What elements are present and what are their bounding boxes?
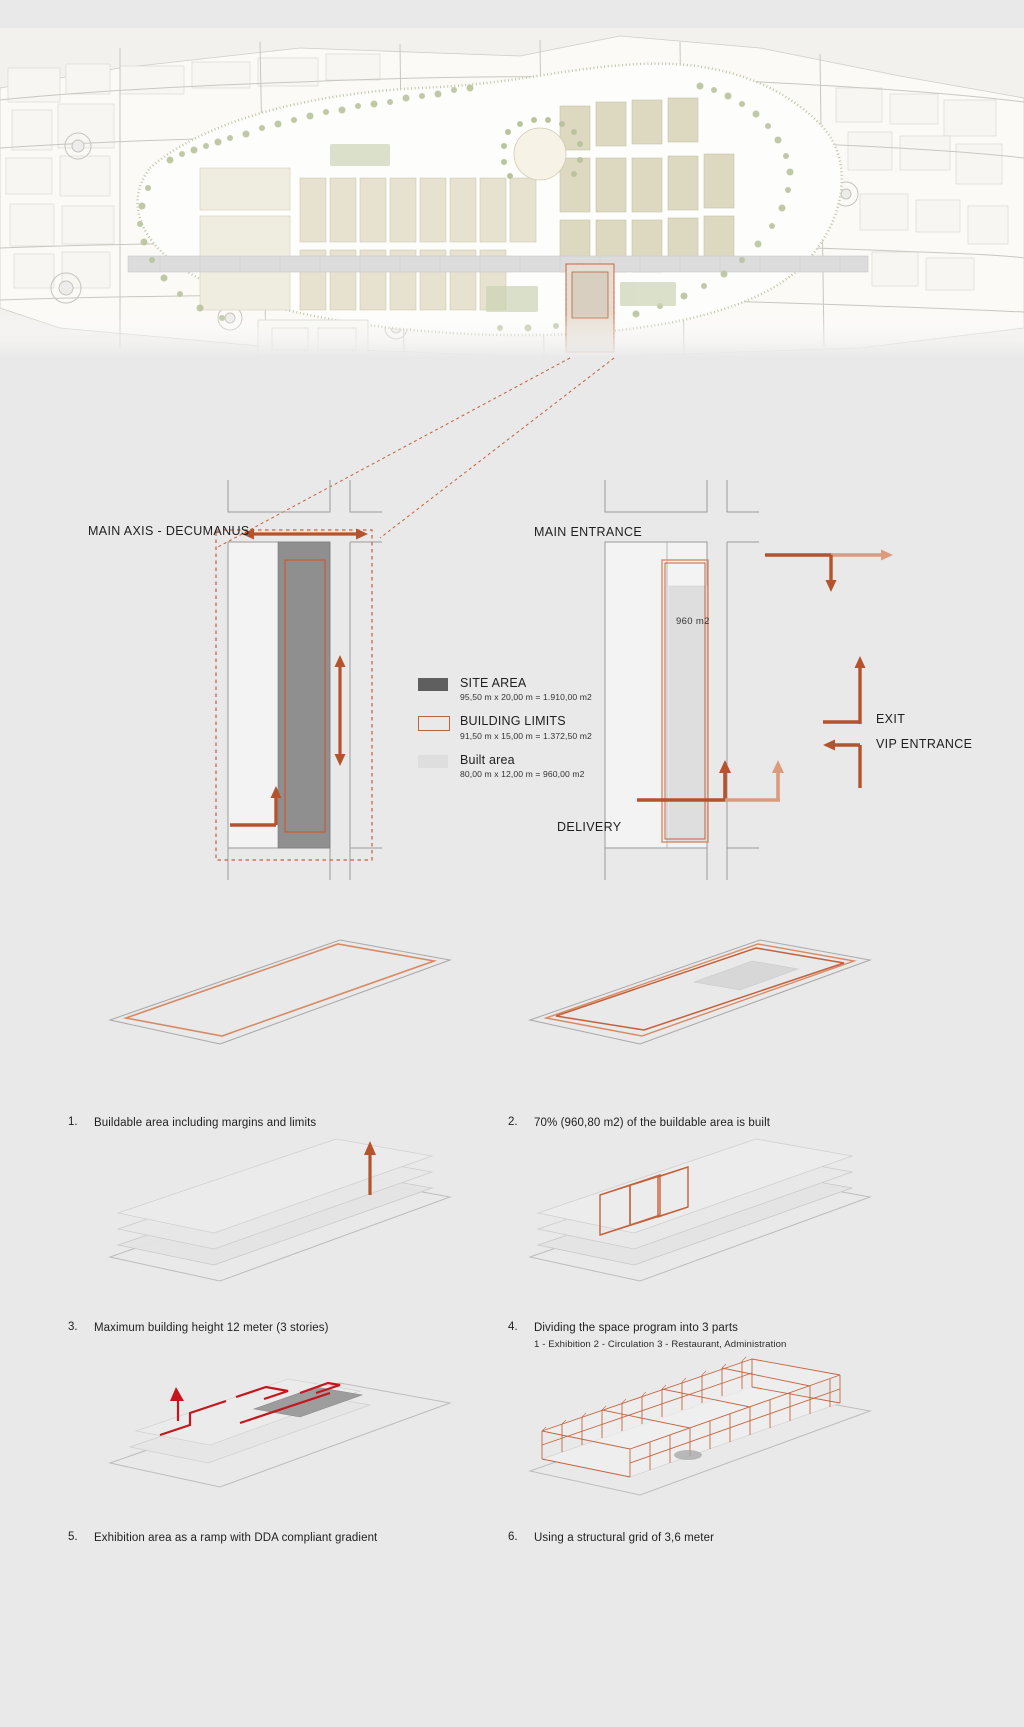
site-area-swatch-icon <box>418 678 448 691</box>
legend-item-built-area: Built area 80,00 m x 12,00 m = 960,00 m2 <box>418 753 618 779</box>
legend-dimensions: 95,50 m x 20,00 m = 1.910,00 m2 <box>460 692 592 703</box>
exit-arrow <box>823 656 866 724</box>
step-2: 2. 70% (960,80 m2) of the buildable area… <box>480 920 950 1170</box>
site-access-arrow <box>230 795 278 827</box>
main-entrance-label: MAIN ENTRANCE <box>534 525 643 539</box>
caption-number: 3. <box>68 1321 78 1333</box>
caption-text: Exhibition area as a ramp with DDA compl… <box>94 1532 378 1544</box>
caption-number: 1. <box>68 1116 78 1128</box>
main-entrance-arrow <box>765 549 893 592</box>
caption-text: 70% (960,80 m2) of the buildable area is… <box>534 1117 771 1129</box>
step-2-caption: 2. 70% (960,80 m2) of the buildable area… <box>508 1116 938 1132</box>
site-plan-diagrams: MAIN AXIS - DECUMANUS <box>0 470 1024 890</box>
step-4-caption: 4. Dividing the space program into 3 par… <box>508 1321 938 1351</box>
building-limits-outline-right <box>661 559 709 843</box>
step-4: 4. Dividing the space program into 3 par… <box>480 1125 950 1375</box>
ramp-path <box>159 1381 341 1437</box>
delivery-arrow <box>637 760 784 802</box>
zoom-connector-lines <box>215 357 615 549</box>
legend-dimensions: 80,00 m x 12,00 m = 960,00 m2 <box>460 769 585 780</box>
legend-dimensions: 91,50 m x 15,00 m = 1.372,50 m2 <box>460 730 592 741</box>
caption-text: Using a structural grid of 3,6 meter <box>534 1532 715 1544</box>
caption-text: Maximum building height 12 meter (3 stor… <box>94 1322 329 1334</box>
right-site-diagram <box>604 480 893 880</box>
main-axis-arrow <box>242 528 368 540</box>
caption-number: 2. <box>508 1116 518 1128</box>
left-site-diagram <box>215 480 382 880</box>
built-area-value-label: 960 m2 <box>676 616 710 627</box>
caption-number: 6. <box>508 1531 518 1543</box>
caption-number: 5. <box>68 1531 78 1543</box>
step-6-diagram <box>528 1356 872 1496</box>
structural-grid <box>541 1358 841 1478</box>
site-area-band <box>277 541 331 849</box>
legend-item-site-area: SITE AREA 95,50 m x 20,00 m = 1.910,00 m… <box>418 676 618 702</box>
building-limits-outline <box>284 559 326 833</box>
legend-title: SITE AREA <box>460 676 527 690</box>
step-5-caption: 5. Exhibition area as a ramp with DDA co… <box>68 1531 498 1547</box>
delivery-label: DELIVERY <box>557 820 622 834</box>
vip-entrance-label: VIP ENTRANCE <box>876 737 973 751</box>
step-4-diagram <box>528 1138 872 1282</box>
step-3: 3. Maximum building height 12 meter (3 s… <box>40 1125 510 1375</box>
step-1-caption: 1. Buildable area including margins and … <box>68 1116 498 1132</box>
caption-number: 4. <box>508 1321 518 1333</box>
step-2-diagram <box>528 939 872 1045</box>
building-envelope-outline <box>664 562 706 840</box>
masterplan-drawing <box>0 28 1024 358</box>
aerial-masterplan-image <box>0 28 1024 358</box>
step-3-diagram <box>108 1138 452 1282</box>
vip-entrance-arrow <box>823 739 862 788</box>
legend: SITE AREA 95,50 m x 20,00 m = 1.910,00 m… <box>418 676 618 791</box>
main-axis-label: MAIN AXIS - DECUMANUS <box>88 524 250 538</box>
legend-item-building-limits: BUILDING LIMITS 91,50 m x 15,00 m = 1.37… <box>418 714 618 741</box>
step-6-caption: 6. Using a structural grid of 3,6 meter <box>508 1531 938 1547</box>
step-1-diagram <box>108 939 452 1045</box>
caption-subtext: 1 - Exhibition 2 - Circulation 3 - Resta… <box>534 1338 787 1350</box>
building-limits-swatch-icon <box>418 716 450 732</box>
axonometric-step-diagrams: 1. Buildable area including margins and … <box>0 920 1024 1710</box>
step-3-caption: 3. Maximum building height 12 meter (3 s… <box>68 1321 498 1337</box>
step-1: 1. Buildable area including margins and … <box>40 920 510 1170</box>
site-length-arrow <box>334 655 346 766</box>
program-division-planes <box>599 1166 689 1236</box>
legend-title: BUILDING LIMITS <box>460 714 566 729</box>
step-5-diagram <box>108 1378 452 1488</box>
height-arrow <box>364 1141 376 1195</box>
legend-title: Built area <box>460 752 515 767</box>
step-5: 5. Exhibition area as a ramp with DDA co… <box>40 1335 510 1585</box>
built-area-swatch-icon <box>418 754 448 768</box>
zoom-frame <box>215 529 373 861</box>
exit-label: EXIT <box>876 712 906 726</box>
step-6: 6. Using a structural grid of 3,6 meter <box>480 1335 950 1585</box>
caption-text: Buildable area including margins and lim… <box>94 1117 317 1129</box>
